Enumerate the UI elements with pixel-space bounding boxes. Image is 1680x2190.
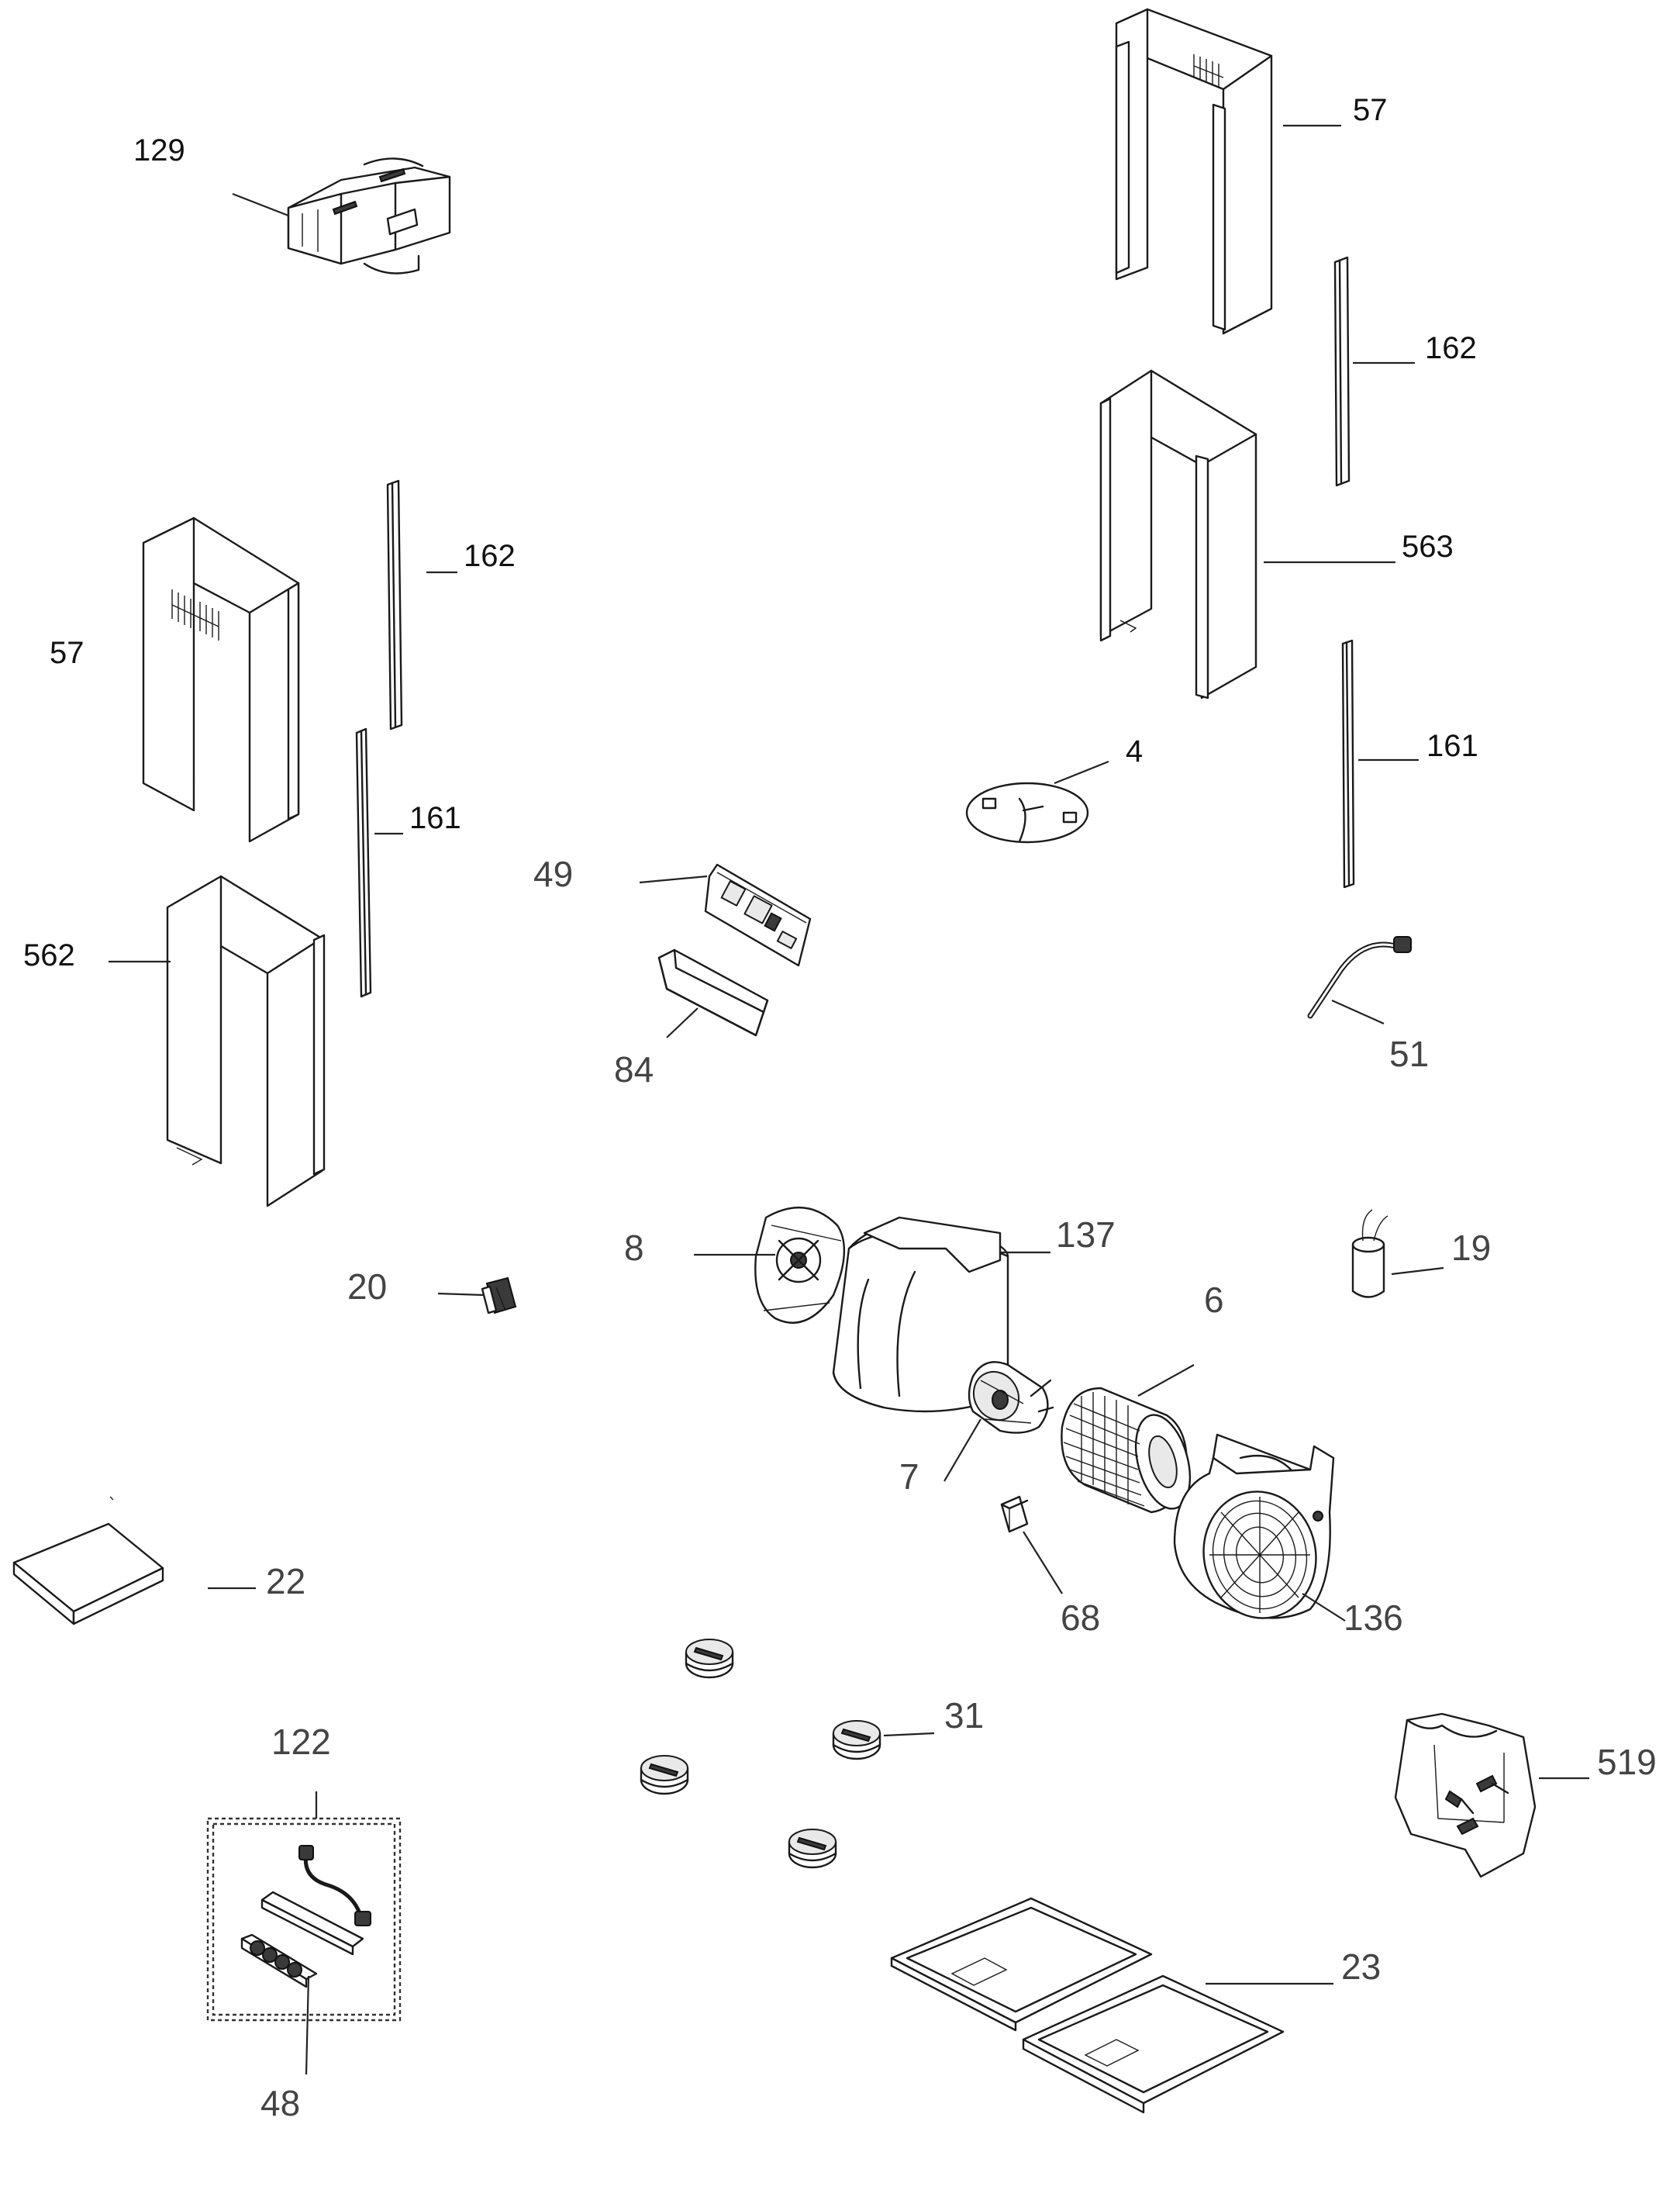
label-31: 31	[944, 1695, 984, 1736]
part-129-flow-adapter	[287, 157, 451, 275]
leader-31	[883, 1732, 935, 1737]
part-563-lower-chimney-right	[1099, 369, 1257, 699]
part-162-rail-left	[386, 479, 403, 731]
label-519: 519	[1597, 1742, 1657, 1782]
label-49: 49	[533, 854, 573, 894]
label-136: 136	[1344, 1598, 1403, 1638]
part-31-knob-1	[685, 1639, 734, 1679]
part-4-damper-disc	[965, 782, 1089, 844]
part-161-rail-left	[355, 727, 372, 998]
label-57-left: 57	[50, 636, 85, 670]
label-51: 51	[1389, 1034, 1429, 1074]
label-19: 19	[1451, 1228, 1491, 1268]
leader-20	[437, 1292, 485, 1297]
part-161-rail-right	[1341, 639, 1355, 889]
part-8-motor-plate	[754, 1206, 845, 1324]
leader-48	[305, 1975, 310, 2075]
part-31-knob-2	[832, 1720, 881, 1760]
label-4: 4	[1126, 734, 1143, 769]
part-22-filter-pad	[12, 1496, 164, 1625]
label-161-right: 161	[1426, 729, 1478, 763]
label-20: 20	[347, 1266, 387, 1307]
label-23: 23	[1341, 1946, 1381, 1987]
part-68-switch	[1000, 1495, 1029, 1533]
part-31-knob-3	[640, 1755, 689, 1795]
part-122-kit-box	[206, 1817, 402, 2022]
part-31-knob-4	[788, 1829, 837, 1869]
part-562-lower-chimney-left	[166, 875, 326, 1207]
part-6-impeller	[1061, 1387, 1192, 1514]
part-23-grease-filters	[890, 1897, 1285, 2114]
part-57-upper-chimney-left	[142, 516, 300, 843]
part-20-connector	[481, 1276, 517, 1314]
leader-68	[1023, 1531, 1063, 1594]
part-7-motor	[968, 1361, 1054, 1434]
part-57-upper-chimney-right	[1115, 8, 1273, 335]
label-563: 563	[1402, 530, 1454, 564]
leader-84	[666, 1007, 699, 1038]
leader-19	[1391, 1266, 1444, 1276]
part-162-rail-right	[1333, 256, 1351, 487]
leader-4	[1054, 760, 1109, 785]
part-137-scroll-housing	[832, 1216, 1009, 1413]
leader-136	[1302, 1593, 1346, 1622]
part-49-control-board	[704, 863, 812, 967]
label-162-left: 162	[464, 539, 516, 573]
part-84-board-cover	[657, 948, 769, 1037]
label-562: 562	[23, 938, 75, 972]
label-84: 84	[614, 1049, 654, 1090]
part-51-power-cable	[1307, 936, 1412, 1019]
label-48: 48	[260, 2083, 300, 2123]
label-68: 68	[1061, 1598, 1100, 1638]
label-129: 129	[133, 133, 185, 168]
leader-129	[232, 192, 289, 217]
part-519-hardware-bag	[1394, 1712, 1537, 1878]
leader-6	[1137, 1364, 1195, 1397]
label-6: 6	[1204, 1280, 1224, 1320]
leader-51	[1331, 999, 1385, 1025]
leader-7	[943, 1418, 981, 1482]
label-8: 8	[624, 1228, 644, 1268]
leader-49	[639, 875, 708, 884]
label-7: 7	[899, 1456, 919, 1497]
part-19-capacitor	[1351, 1209, 1389, 1298]
label-57-top: 57	[1353, 93, 1388, 127]
label-162-top: 162	[1425, 331, 1477, 365]
label-122: 122	[271, 1722, 331, 1762]
label-22: 22	[266, 1561, 305, 1601]
label-161-left: 161	[409, 801, 461, 835]
part-136-blower-housing	[1173, 1433, 1335, 1619]
label-137: 137	[1056, 1214, 1116, 1255]
